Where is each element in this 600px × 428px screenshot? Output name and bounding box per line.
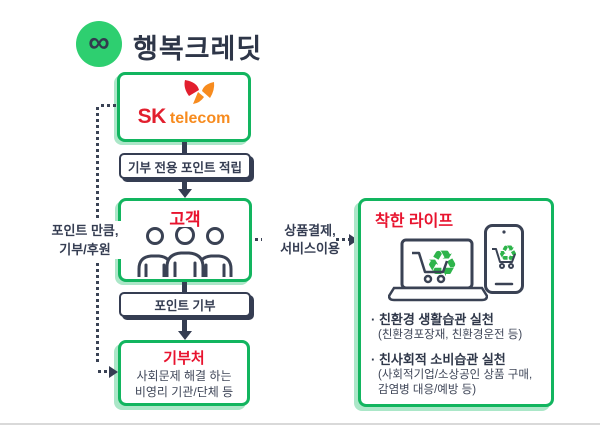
good-life-items: · 친환경 생활습관 실천 (친환경포장재, 친환경운전 등) · 친사회적 소… bbox=[371, 311, 532, 398]
left-note-line2: 기부/후원 bbox=[59, 242, 111, 257]
sk-logo-text: SK bbox=[137, 105, 167, 128]
bottom-divider bbox=[0, 423, 600, 425]
arrow-down-icon bbox=[177, 189, 192, 198]
good-life-title: 착한 라이프 bbox=[375, 213, 454, 230]
mid-note-line2: 서비스이용 bbox=[280, 241, 340, 256]
donee-desc-line2: 비영리 기관/단체 등 bbox=[134, 385, 234, 399]
good-life-item-desc: (친환경포장재, 친환경운전 등) bbox=[378, 329, 523, 341]
connector-line bbox=[182, 282, 187, 292]
arrow-down-icon bbox=[177, 331, 192, 340]
customer-box: 고객 bbox=[118, 198, 252, 282]
sk-telecom-logo: SK telecom bbox=[120, 105, 248, 129]
dotted-line bbox=[96, 107, 99, 218]
customer-title: 고객 bbox=[169, 210, 201, 229]
donee-box: 기부처 사회문제 해결 하는 비영리 기관/단체 등 bbox=[118, 340, 250, 406]
accrue-points-text: 기부 전용 포인트 적립 bbox=[128, 160, 242, 175]
brand-logo: ∞ bbox=[76, 21, 122, 67]
donee-title: 기부처 bbox=[163, 350, 205, 367]
connector-line bbox=[182, 142, 187, 153]
phone-cart-icon: ♻ bbox=[484, 224, 524, 294]
page-title: 행복크레딧 bbox=[133, 34, 263, 64]
connector-line bbox=[182, 179, 187, 190]
laptop-cart-icon: ♻ bbox=[388, 238, 488, 302]
good-life-item-desc: 감염병 대응/예방 등) bbox=[378, 384, 477, 396]
sk-butterfly-icon bbox=[184, 80, 215, 104]
dotted-line bbox=[98, 370, 109, 373]
donate-points-label: 포인트 기부 bbox=[119, 292, 251, 317]
donee-desc-line1: 사회문제 해결 하는 bbox=[136, 369, 232, 383]
left-note-line1: 포인트 만큼, bbox=[51, 223, 119, 238]
people-icon bbox=[137, 227, 233, 277]
connector-line bbox=[182, 317, 187, 331]
arrow-right-icon bbox=[109, 365, 118, 378]
left-note: 포인트 만큼, 기부/후원 bbox=[30, 221, 140, 259]
sk-telecom-box: SK telecom bbox=[117, 72, 251, 142]
mid-note-line1: 상품결제, bbox=[284, 223, 336, 238]
good-life-item-title: · 친사회적 소비습관 실천 bbox=[371, 352, 506, 367]
donate-points-text: 포인트 기부 bbox=[154, 299, 216, 313]
telecom-logo-text: telecom bbox=[169, 110, 231, 127]
good-life-item-title: · 친환경 생활습관 실천 bbox=[371, 312, 494, 327]
dotted-line bbox=[336, 238, 349, 241]
mid-note: 상품결제, 서비스이용 bbox=[262, 222, 358, 258]
dotted-line bbox=[101, 104, 117, 107]
dotted-line bbox=[96, 263, 99, 362]
good-life-item-desc: (사회적기업/소상공인 상품 구매, bbox=[378, 369, 533, 381]
accrue-points-label: 기부 전용 포인트 적립 bbox=[119, 153, 251, 179]
arrow-right-icon bbox=[349, 233, 358, 246]
infinity-icon: ∞ bbox=[88, 26, 110, 59]
